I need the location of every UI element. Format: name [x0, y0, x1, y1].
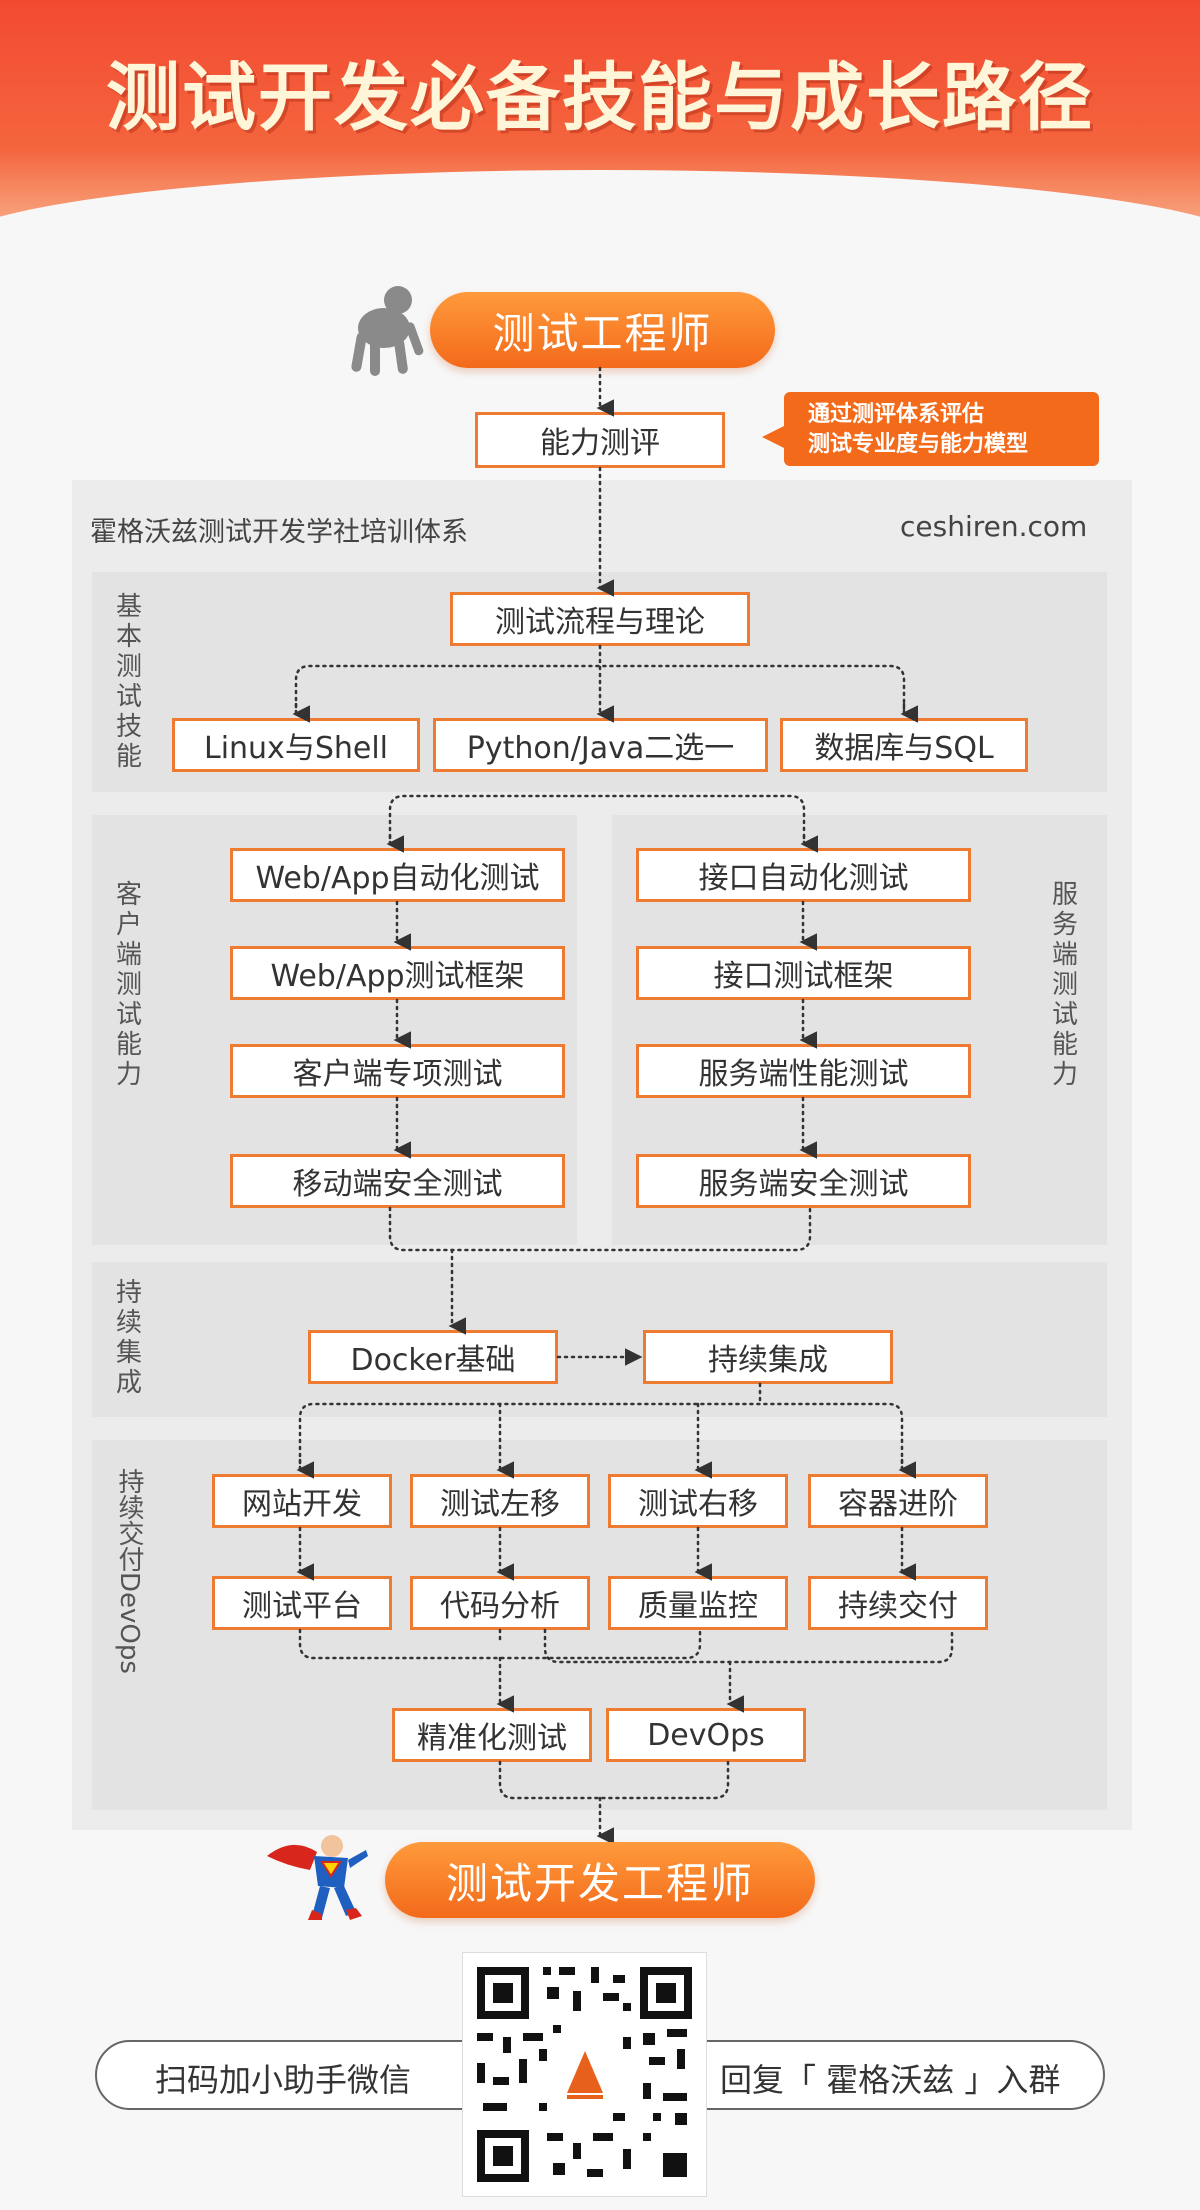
system-name: 霍格沃兹测试开发学社培训体系: [90, 517, 468, 548]
cd-section-label: 持续交付DevOps: [114, 1468, 144, 1674]
client-item-mobile-security: 移动端安全测试: [230, 1154, 565, 1208]
cd-item-continuous-delivery: 持续交付: [808, 1576, 988, 1630]
continuous-integration-box: 持续集成: [643, 1330, 893, 1384]
cd-item-shift-right: 测试右移: [608, 1474, 788, 1528]
server-item-performance: 服务端性能测试: [636, 1044, 971, 1098]
assessment-box: 能力测评: [475, 412, 725, 468]
server-item-security: 服务端安全测试: [636, 1154, 971, 1208]
assessment-callout: 通过测评体系评估 测试专业度与能力模型: [784, 392, 1099, 466]
test-process-theory-box: 测试流程与理论: [450, 592, 750, 646]
client-section-label: 客户端测试能力: [115, 880, 142, 1090]
cd-item-quality-monitoring: 质量监控: [608, 1576, 788, 1630]
database-sql-box: 数据库与SQL: [780, 718, 1028, 772]
cd-item-shift-left: 测试左移: [410, 1474, 590, 1528]
server-item-api-automation: 接口自动化测试: [636, 848, 971, 902]
basic-section-label: 基本测试技能: [115, 592, 142, 772]
callout-line-2: 测试专业度与能力模型: [808, 432, 1029, 457]
client-item-web-app-framework: Web/App测试框架: [230, 946, 565, 1000]
cd-item-test-platform: 测试平台: [212, 1576, 392, 1630]
ape-icon: [351, 286, 424, 376]
superhero-icon: [267, 1835, 368, 1920]
cd-item-precision-testing: 精准化测试: [392, 1708, 592, 1762]
docker-basics-box: Docker基础: [308, 1330, 558, 1384]
callout-line-1: 通过测评体系评估: [808, 402, 985, 427]
server-section-label: 服务端测试能力: [1051, 880, 1078, 1090]
callout-pointer: [762, 425, 786, 449]
client-item-special-testing: 客户端专项测试: [230, 1044, 565, 1098]
qr-code-icon[interactable]: [462, 1952, 707, 2197]
footer-left-text: 扫码加小助手微信: [155, 2061, 412, 2099]
linux-shell-box: Linux与Shell: [172, 718, 420, 772]
end-role-pill: 测试开发工程师: [385, 1842, 815, 1918]
start-role-pill: 测试工程师: [430, 292, 775, 368]
system-site: ceshiren.com: [900, 510, 1088, 543]
server-item-api-framework: 接口测试框架: [636, 946, 971, 1000]
cd-item-web-dev: 网站开发: [212, 1474, 392, 1528]
cd-item-code-analysis: 代码分析: [410, 1576, 590, 1630]
footer-right-text: 回复「 霍格沃兹 」入群: [720, 2061, 1061, 2099]
page-title: 测试开发必备技能与成长路径: [106, 55, 1094, 141]
ci-section-bg: [92, 1262, 1107, 1417]
python-java-box: Python/Java二选一: [433, 718, 768, 772]
cd-item-devops: DevOps: [606, 1708, 806, 1762]
client-item-web-app-automation: Web/App自动化测试: [230, 848, 565, 902]
ci-section-label: 持续集成: [115, 1278, 142, 1398]
cd-item-container-advanced: 容器进阶: [808, 1474, 988, 1528]
